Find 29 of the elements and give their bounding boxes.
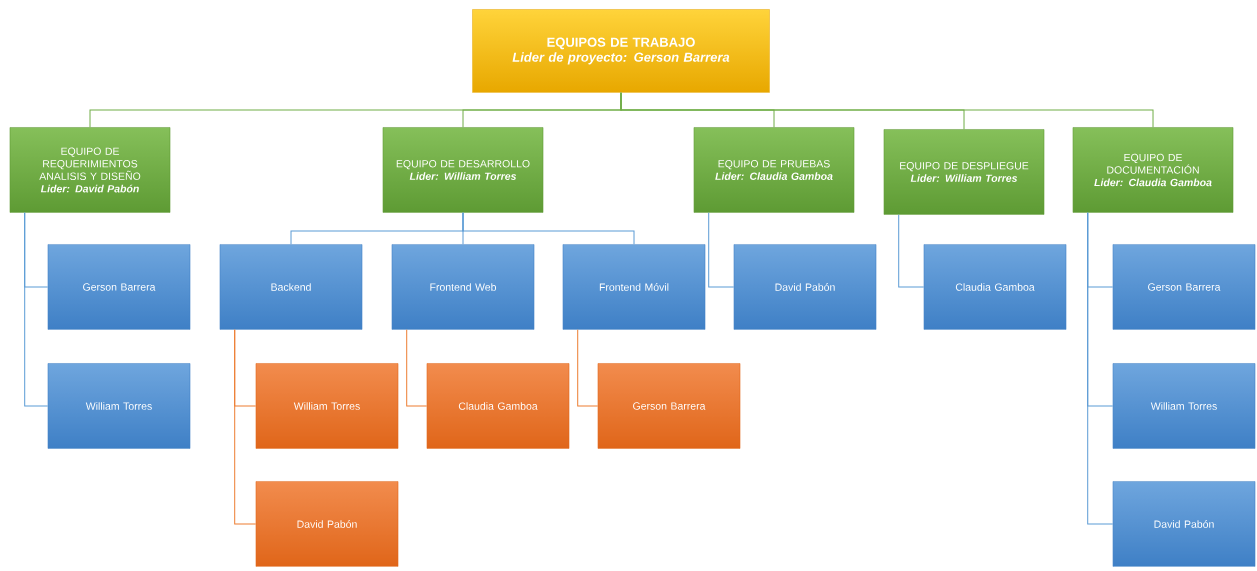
connector-line: [577, 329, 599, 407]
member-box: Backend: [219, 244, 363, 330]
team-box: EQUIPO DE DESPLIEGUE Lider: William Torres: [883, 129, 1045, 215]
connector-line: [708, 212, 735, 288]
member-box: Claudia Gamboa: [426, 363, 570, 449]
connector-line: [462, 212, 635, 245]
member-box: William Torres: [255, 363, 399, 449]
team-box: EQUIPO DE PRUEBAS Lider: Claudia Gamboa: [693, 127, 855, 213]
member-box: Frontend Móvil: [562, 244, 706, 330]
connector-line: [898, 214, 925, 288]
connector-line: [234, 329, 257, 525]
member-box: William Torres: [1112, 363, 1256, 449]
title-box: EQUIPOS DE TRABAJO Lider de proyecto: Gerson Barrera: [472, 9, 770, 93]
member-box: Frontend Web: [391, 244, 535, 330]
member-box: Gerson Barrera: [1112, 244, 1256, 330]
member-box: Gerson Barrera: [597, 363, 741, 449]
connector-line: [1087, 212, 1114, 525]
member-box: Claudia Gamboa: [923, 244, 1067, 330]
member-box: William Torres: [47, 363, 191, 449]
team-box: EQUIPO DE DOCUMENTACIÓN Lider: Claudia Gamboa: [1072, 127, 1234, 213]
member-box: David Pabón: [733, 244, 877, 330]
member-box: David Pabón: [255, 481, 399, 567]
team-box: EQUIPO DE DESARROLLO Lider: William Torres: [382, 127, 544, 213]
connector-line: [24, 212, 49, 407]
member-box: Gerson Barrera: [47, 244, 191, 330]
connector-line: [620, 92, 1154, 128]
member-box: David Pabón: [1112, 481, 1256, 567]
team-box: EQUIPO DE REQUERIMIENTOS ANALISIS Y DISEÑO Lider: David Pabón: [9, 127, 171, 213]
connector-line: [406, 329, 428, 407]
